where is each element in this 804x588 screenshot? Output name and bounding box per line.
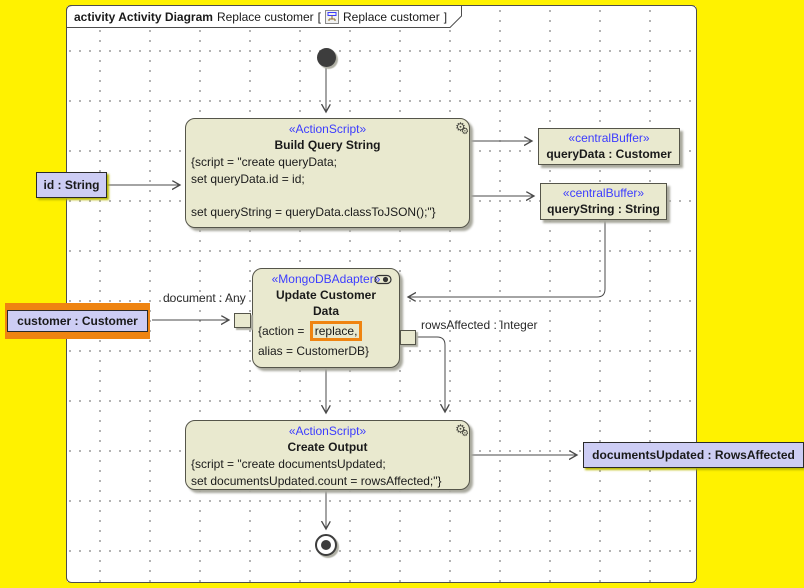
activity-parameter-documentsupdated[interactable]: documentsUpdated : RowsAffected [583, 442, 804, 468]
action-body: {script = "create queryData; set queryDa… [186, 153, 469, 220]
activity-final-node[interactable] [315, 534, 337, 556]
central-buffer-querydata[interactable]: «centralBuffer» queryData : Customer [538, 128, 680, 165]
pin-label-document[interactable]: document : Any [163, 291, 246, 305]
pin-label-rowsaffected[interactable]: rowsAffected : Integer [421, 318, 538, 332]
frame-title-keyword: activity Activity Diagram [74, 10, 213, 24]
frame-title: activity Activity Diagram Replace custom… [74, 9, 447, 25]
stereotype-label: «MongoDBAdapter» [271, 272, 381, 286]
stereotype-label: «ActionScript» [288, 424, 367, 438]
stereotype-label: «ActionScript» [288, 122, 367, 136]
body-line [191, 187, 464, 204]
initial-node[interactable] [317, 48, 336, 67]
body-line: alias = CustomerDB} [258, 344, 370, 358]
body-line: set documentsUpdated.count = rowsAffecte… [191, 473, 442, 488]
frame-title-name: Replace customer [216, 10, 314, 24]
stereotype-label: «centralBuffer» [562, 186, 645, 200]
frame-title-bracket-name: Replace customer [343, 10, 440, 24]
buffer-name: queryData : Customer [546, 147, 672, 161]
edge-querystring-to-update[interactable] [408, 220, 606, 297]
action-update-customer-data[interactable]: «MongoDBAdapter» Update Customer Data {a… [252, 268, 400, 368]
gears-icon: ⚙⚙ [455, 422, 469, 438]
activity-parameter-id[interactable]: id : String [36, 172, 107, 198]
body-line: set queryData.id = id; [191, 171, 305, 186]
parameter-label: customer : Customer [7, 310, 148, 332]
input-pin-document[interactable] [234, 313, 251, 328]
action-name: Build Query String [274, 138, 381, 152]
action-create-output[interactable]: ⚙⚙ «ActionScript» Create Output {script … [185, 420, 470, 490]
parameter-label: id : String [43, 178, 100, 192]
action-body: {action = replace, alias = CustomerDB} [253, 319, 399, 360]
adapter-icon [374, 274, 393, 288]
body-line: {action = [258, 324, 308, 338]
gears-icon: ⚙⚙ [455, 120, 469, 136]
final-node-dot [321, 540, 331, 550]
activity-diagram-icon [325, 10, 340, 24]
action-name: Data [312, 304, 339, 318]
frame-title-bracket-close: ] [443, 10, 448, 24]
parameter-label: documentsUpdated : RowsAffected [592, 448, 795, 462]
frame-title-tab [66, 5, 462, 28]
edge-pin-to-create[interactable] [416, 336, 445, 412]
action-name: Create Output [287, 440, 368, 454]
stereotype-label: «centralBuffer» [568, 131, 650, 145]
action-body: {script = "create documentsUpdated; set … [186, 455, 469, 489]
frame-title-bracket-open: [ [317, 10, 322, 24]
highlighted-text: replace, [309, 321, 363, 341]
action-build-query-string[interactable]: ⚙⚙ «ActionScript» Build Query String {sc… [185, 118, 470, 228]
action-name: Update Customer [275, 288, 376, 302]
buffer-name: queryString : String [547, 202, 660, 216]
body-line: {script = "create queryData; [191, 155, 337, 169]
activity-parameter-customer-selected[interactable]: customer : Customer [5, 303, 150, 339]
body-line: {script = "create documentsUpdated; [191, 457, 386, 471]
output-pin-rowsaffected[interactable] [400, 330, 416, 345]
body-line: set queryString = queryData.classToJSON(… [191, 204, 436, 219]
central-buffer-querystring[interactable]: «centralBuffer» queryString : String [540, 183, 667, 220]
